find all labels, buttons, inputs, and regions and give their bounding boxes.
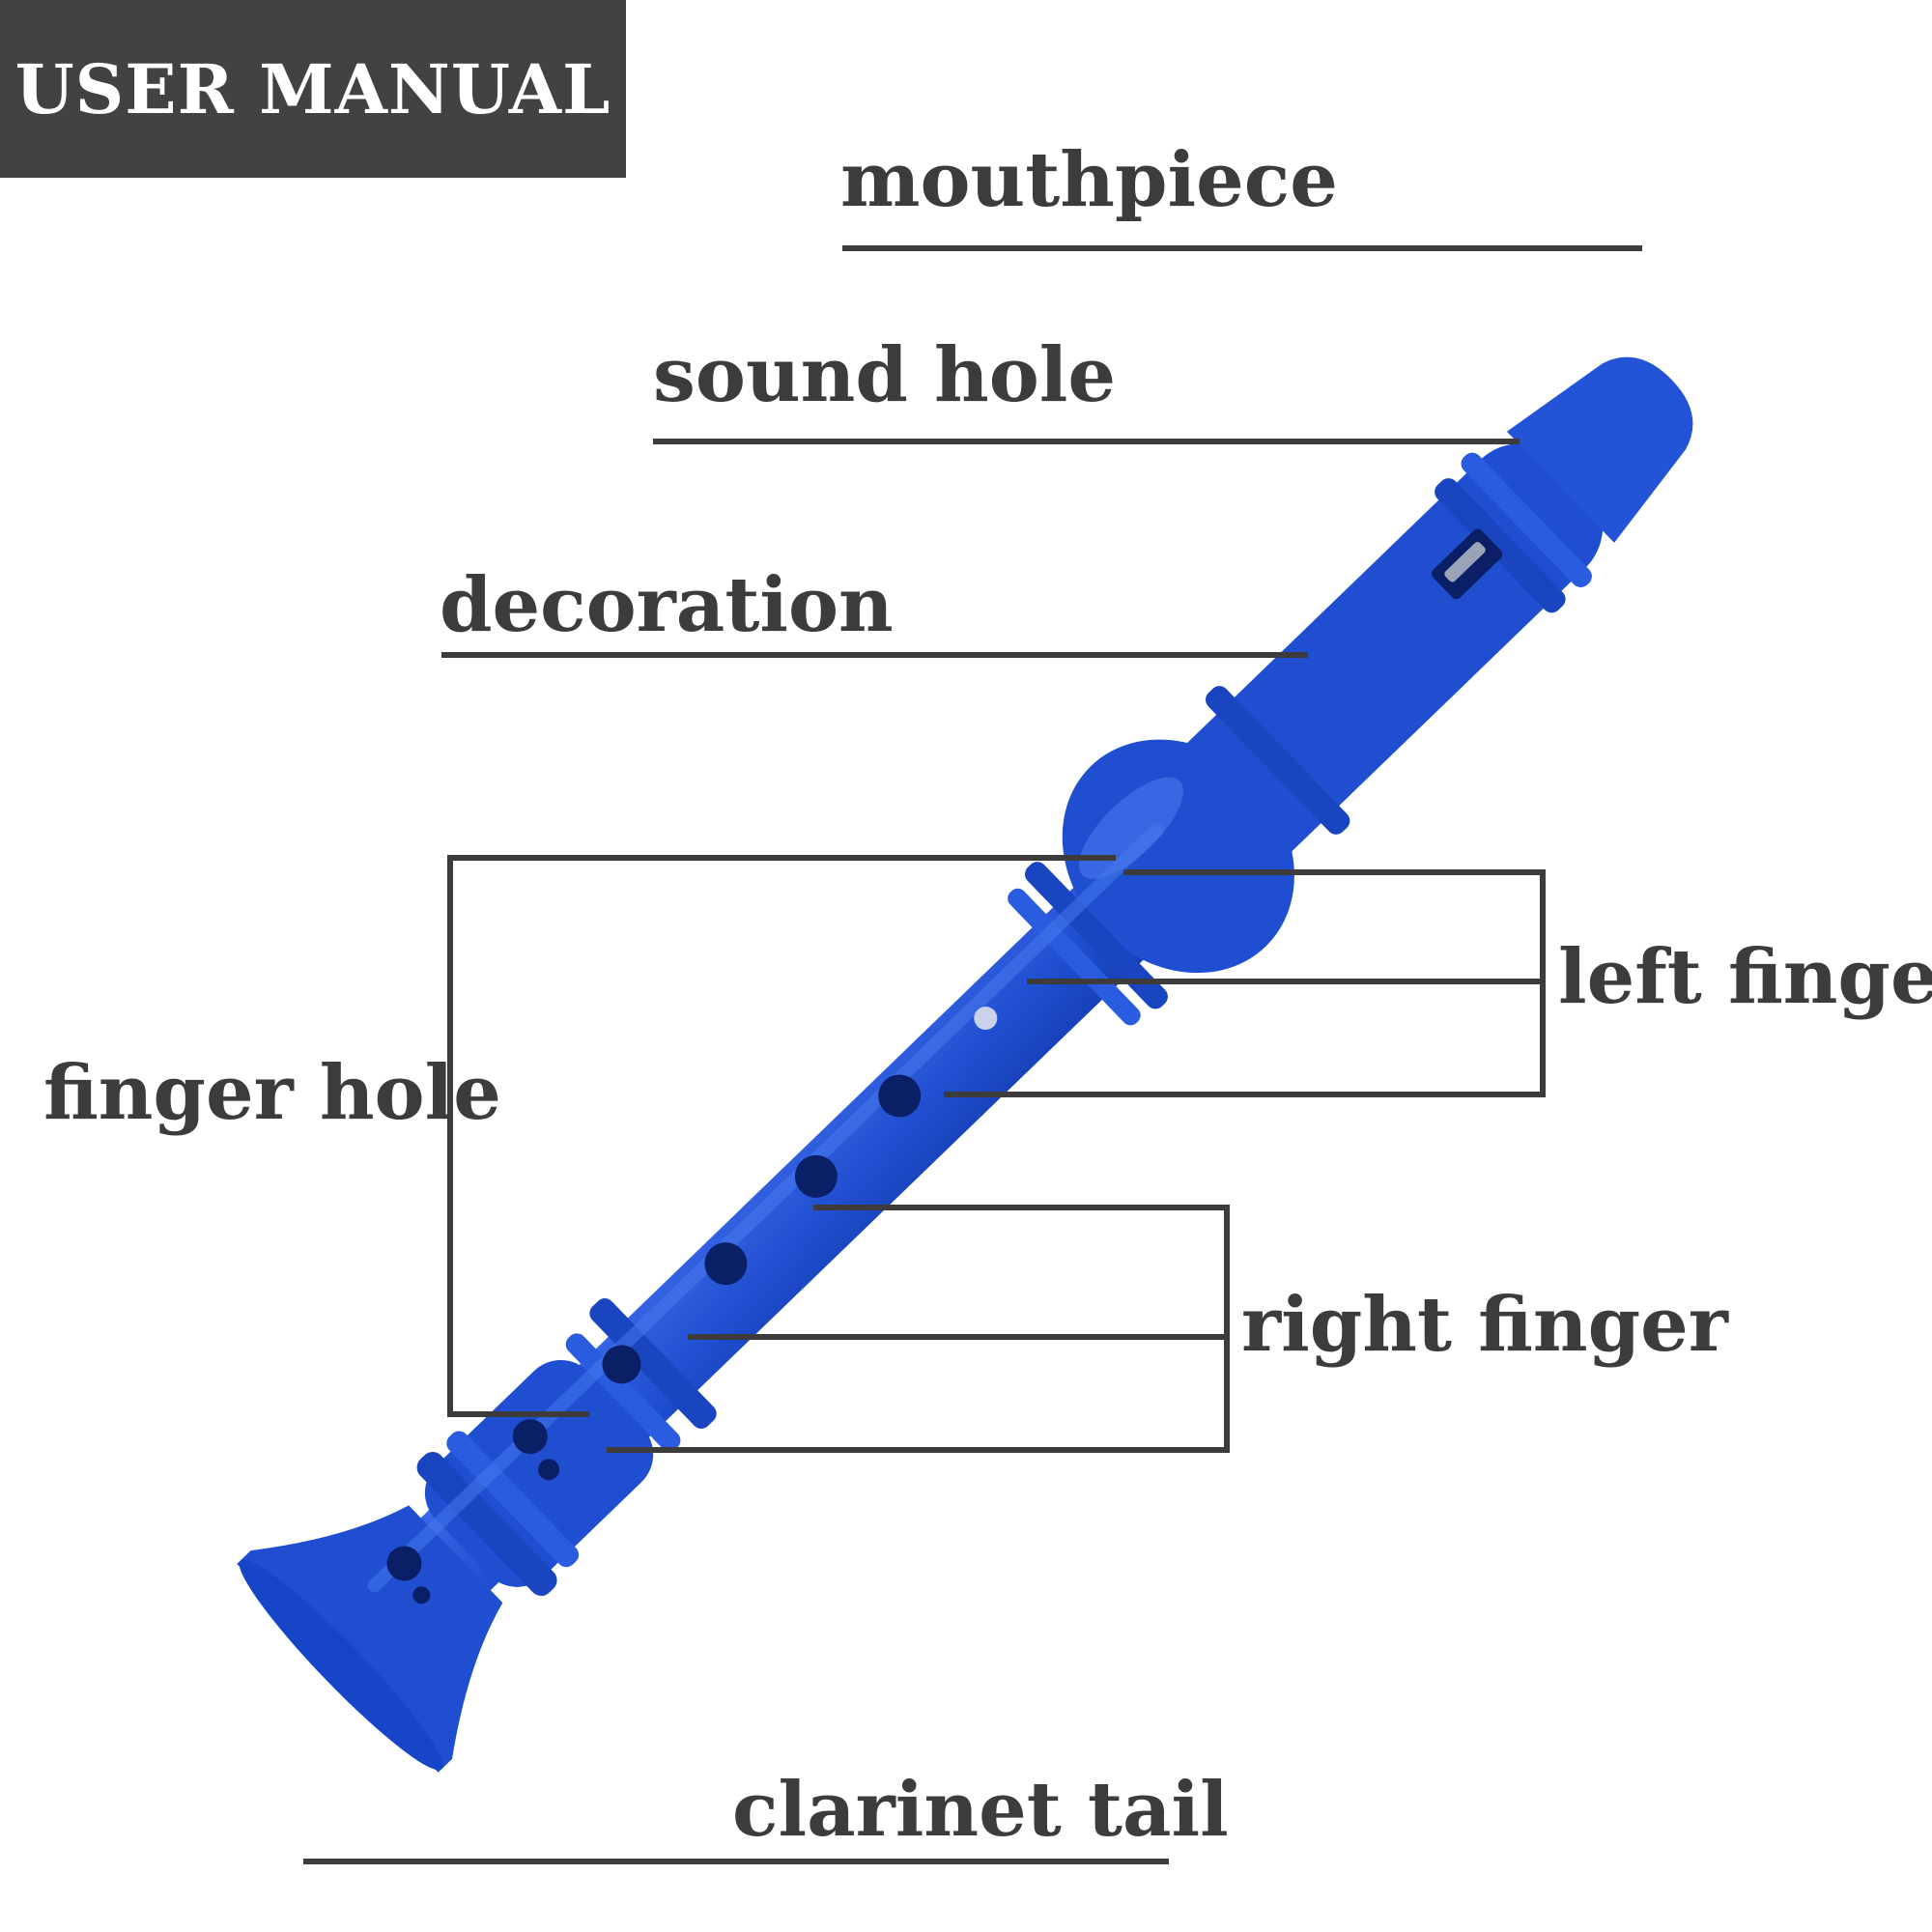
bell-opening bbox=[239, 1559, 443, 1771]
header-banner: USER MANUAL bbox=[0, 0, 626, 178]
recorder-bell bbox=[237, 1505, 503, 1773]
sound-hole-label: sound hole bbox=[653, 331, 1117, 419]
foot-ring bbox=[565, 1333, 681, 1452]
head-ring bbox=[1435, 478, 1566, 613]
decoration-label: decoration bbox=[440, 561, 894, 649]
decoration-ring bbox=[1206, 686, 1350, 835]
tube-highlight bbox=[367, 823, 1164, 1593]
mouthpiece-label: mouthpiece bbox=[840, 136, 1338, 224]
leader-lines bbox=[303, 245, 1642, 1864]
header-title: USER MANUAL bbox=[14, 48, 611, 129]
finger-hole bbox=[602, 1345, 641, 1384]
foot-ring bbox=[589, 1298, 717, 1429]
right-finger-label: right finger bbox=[1241, 1281, 1728, 1369]
finger-hole bbox=[412, 1586, 431, 1605]
left-finger-label: left finger bbox=[1558, 933, 1932, 1021]
sound-hole-edge bbox=[1444, 542, 1486, 582]
clarinet-tail-label: clarinet tail bbox=[732, 1766, 1229, 1854]
right-finger-bracket bbox=[607, 1205, 1230, 1453]
foot-ring bbox=[416, 1452, 557, 1597]
recorder bbox=[237, 356, 1693, 1773]
finger-hole bbox=[704, 1242, 748, 1286]
finger-hole bbox=[878, 1074, 922, 1118]
decoration-ring bbox=[1008, 888, 1141, 1026]
decoration-highlight bbox=[1078, 777, 1183, 879]
finger-hole-bracket bbox=[447, 855, 1116, 1417]
foot-ring bbox=[446, 1431, 580, 1568]
head-ring bbox=[1461, 452, 1592, 587]
finger-hole-label: finger hole bbox=[43, 1049, 501, 1137]
finger-hole bbox=[794, 1154, 838, 1198]
finger-hole bbox=[512, 1419, 548, 1455]
decoration-ring bbox=[1024, 862, 1168, 1009]
finger-hole bbox=[386, 1546, 422, 1581]
thumb-hole bbox=[974, 1006, 998, 1030]
finger-hole bbox=[538, 1459, 560, 1481]
mouthpiece-beak bbox=[1506, 356, 1693, 543]
decoration-bulge bbox=[1062, 739, 1294, 974]
